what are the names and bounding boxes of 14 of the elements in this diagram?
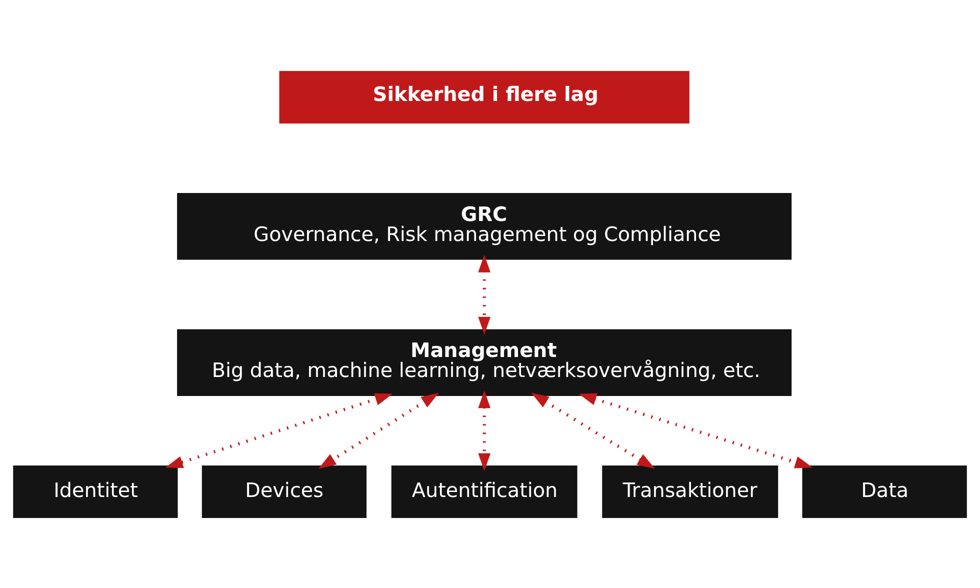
node-box: Identitet: [13, 465, 178, 518]
node-box: Management Big data, machine learning, netværksovervågning, etc.: [177, 328, 792, 396]
node-box: Autentification: [391, 465, 578, 518]
arrow: [318, 392, 439, 468]
node-box: Transaktioner: [602, 465, 778, 518]
node-box: Sikkerhed i flere lag: [279, 70, 690, 123]
arrow: [478, 390, 490, 470]
arrow: [531, 392, 655, 468]
node-box: GRC Governance, Risk management og Compliance: [177, 192, 792, 260]
arrow: [165, 392, 393, 468]
node-box: Devices: [202, 465, 367, 518]
arrow: [478, 254, 490, 334]
arrow: [578, 392, 813, 468]
node-box: Data: [802, 465, 967, 518]
